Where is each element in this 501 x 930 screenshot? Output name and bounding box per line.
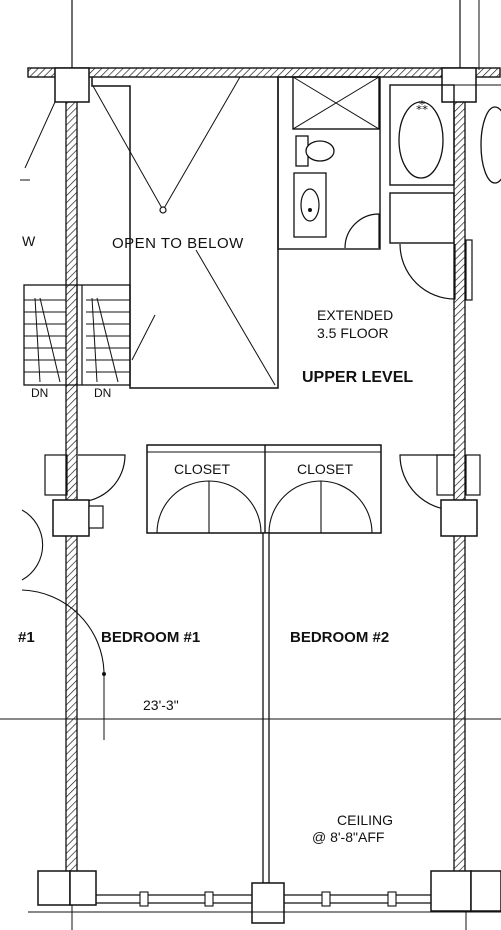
closet-door-swing [208, 480, 262, 534]
void-diagonal [162, 76, 241, 211]
column-block [430, 870, 472, 912]
tub-bowl [398, 101, 444, 179]
window-mullions [139, 891, 397, 907]
column-block [470, 870, 501, 912]
void-diagonal [131, 314, 156, 361]
door-jamb [44, 454, 68, 496]
bedroom-2-label: BEDROOM #2 [290, 629, 389, 646]
diagonal-left [24, 101, 56, 169]
extended-floor-label: EXTENDED [317, 307, 393, 323]
door-jamb [436, 454, 455, 496]
stair-treads [24, 299, 130, 373]
column-stub [88, 505, 104, 529]
upper-level-label: UPPER LEVEL [302, 369, 413, 386]
left-column-wall [65, 75, 78, 877]
tub-outline [389, 84, 455, 186]
column-block [440, 499, 478, 537]
marker-dot [102, 672, 106, 676]
right-jamb [465, 239, 473, 301]
closet-right-label: CLOSET [297, 461, 353, 477]
right-column-wall [453, 75, 466, 877]
bedroom-partition [262, 532, 270, 884]
tub-faucet-icon: ⁂ [416, 99, 428, 113]
column-block [251, 882, 285, 924]
door-jamb [465, 454, 481, 496]
column-block [52, 499, 90, 537]
void-diagonal [92, 85, 164, 211]
closet-door-swing [268, 480, 322, 534]
toilet-bowl [305, 140, 335, 162]
dn-label-right: DN [94, 386, 111, 400]
closet-door-swing [320, 480, 373, 534]
void-node [159, 206, 167, 214]
ceiling-height-label: @ 8'-8"AFF [312, 829, 384, 845]
void-outline [91, 77, 279, 389]
closet-left-label: CLOSET [174, 461, 230, 477]
open-to-below-label: OPEN TO BELOW [112, 235, 244, 252]
dimension-label: 23'-3" [143, 697, 179, 713]
void-diagonal [195, 249, 276, 386]
dn-label-left: DN [31, 386, 48, 400]
bedroom-1-label: BEDROOM #1 [101, 629, 200, 646]
bedroom-door-swing-left [77, 454, 126, 503]
closet-right-top [389, 192, 455, 244]
right-door-swing [399, 243, 456, 300]
column-block [37, 870, 71, 906]
bath-door-swing [344, 213, 380, 249]
ceiling-label: CEILING [337, 812, 393, 828]
stair-w-label: W [22, 233, 36, 249]
stair-arrows [34, 297, 119, 383]
sink-bowl [300, 188, 320, 222]
left-door-arc [21, 509, 44, 581]
left-door-arc [21, 589, 105, 673]
closet-door-swing [156, 480, 210, 534]
shower-x [292, 76, 380, 130]
bedroom-partial-label: #1 [18, 629, 35, 646]
sink-drain [308, 208, 312, 212]
top-wall [27, 67, 501, 78]
tub-bowl-right [480, 106, 501, 184]
extended-floor-label-2: 3.5 FLOOR [317, 325, 389, 341]
shower [292, 76, 380, 130]
column-block [54, 67, 90, 103]
column-block [69, 870, 97, 906]
